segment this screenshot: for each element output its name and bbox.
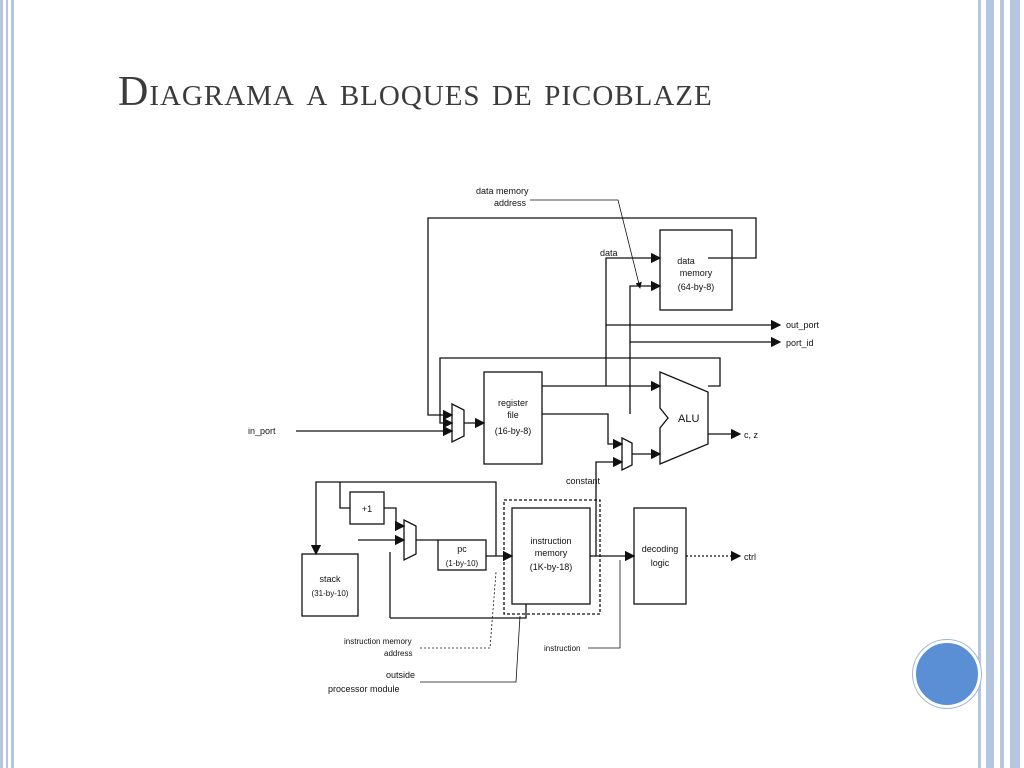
svg-text:address: address <box>384 649 412 658</box>
data-memory-block <box>659 229 733 311</box>
svg-text:(1K-by-18): (1K-by-18) <box>530 562 573 572</box>
out-port-label: out_port <box>786 320 820 330</box>
left-frame-decoration <box>0 0 18 768</box>
alu-b-mux <box>621 436 633 472</box>
alu-label: ALU <box>678 413 699 425</box>
register-file-block <box>483 371 543 465</box>
svg-text:logic: logic <box>651 558 670 568</box>
pc-mux <box>403 518 417 562</box>
input-mux <box>451 402 465 444</box>
right-frame-decoration <box>974 0 1024 768</box>
svg-text:stack: stack <box>319 574 341 584</box>
svg-text:(1-by-10): (1-by-10) <box>446 559 479 568</box>
picoblaze-block-diagram: data memory address data data memory (64… <box>248 186 820 694</box>
svg-text:(64-by-8): (64-by-8) <box>678 282 715 292</box>
svg-text:data: data <box>677 256 695 266</box>
port-id-label: port_id <box>786 338 814 348</box>
svg-text:memory: memory <box>535 548 568 558</box>
svg-text:file: file <box>507 410 519 420</box>
data-memory-address-label: data memory <box>476 186 529 196</box>
svg-text:pc: pc <box>457 544 467 554</box>
svg-text:address: address <box>494 198 527 208</box>
data-label: data <box>600 248 618 258</box>
flags-label: c, z <box>744 430 759 440</box>
instruction-label: instruction <box>544 644 580 653</box>
stack-block <box>301 553 359 617</box>
decoding-logic-block <box>633 507 687 605</box>
svg-text:+1: +1 <box>362 504 372 514</box>
decorative-circle <box>913 640 981 708</box>
outside-label: outside <box>386 670 415 680</box>
svg-text:(31-by-10): (31-by-10) <box>312 589 349 598</box>
svg-text:memory: memory <box>680 268 713 278</box>
svg-text:register: register <box>498 398 528 408</box>
svg-text:(16-by-8): (16-by-8) <box>495 426 532 436</box>
svg-text:decoding: decoding <box>642 544 679 554</box>
svg-text:instruction: instruction <box>530 536 571 546</box>
slide-title: Diagrama a bloques de picoblaze <box>118 69 713 115</box>
alu-block <box>659 371 709 465</box>
constant-label: constant <box>566 476 601 486</box>
svg-text:processor module: processor module <box>328 684 400 694</box>
plus-one-block <box>349 491 385 525</box>
pc-block <box>437 539 487 571</box>
ctrl-label: ctrl <box>744 552 756 562</box>
instruction-memory-address-label: instruction memory <box>344 637 412 646</box>
in-port-label: in_port <box>248 426 276 436</box>
